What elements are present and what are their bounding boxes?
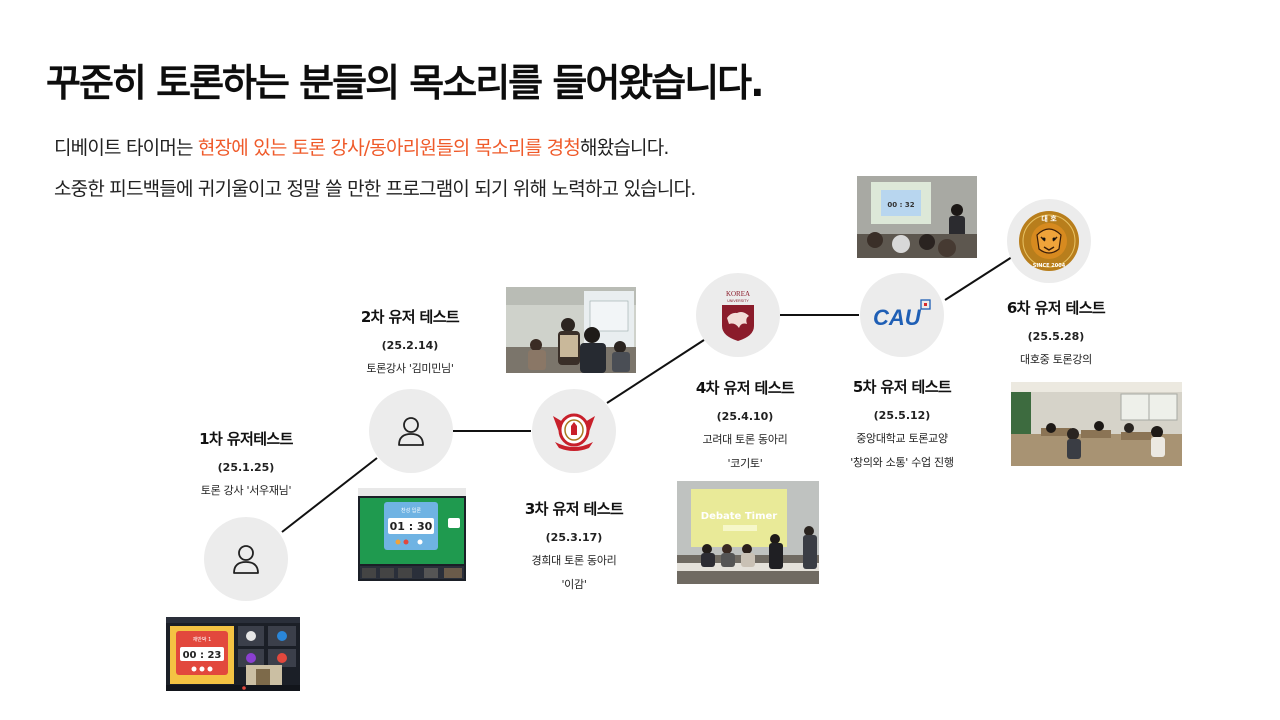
- screen-caption: Debate Timer: [701, 511, 777, 522]
- subtitle-text: 디베이트 타이머는: [54, 137, 198, 159]
- test-heading: 5차 유저 테스트: [852, 378, 952, 396]
- test-date: (25.3.17): [545, 531, 603, 544]
- test-label-1: 1차 유저테스트 (25.1.25) 토론 강사 '서우재님': [136, 428, 356, 498]
- classroom-photo: [506, 287, 636, 373]
- test-heading: 6차 유저 테스트: [1006, 299, 1106, 317]
- test-place: 대호중 토론강의: [1020, 353, 1092, 366]
- subtitle-highlight: 현장에 있는 토론 강사/동아리원들의 목소리를 경청: [197, 137, 581, 159]
- test-place: 토론강사 '김미민님': [366, 362, 454, 375]
- classroom-photo: 00 : 32: [857, 176, 977, 258]
- user-icon: [398, 417, 424, 446]
- classroom-photo: [1011, 382, 1182, 466]
- test-label-6: 6차 유저 테스트 (25.5.28) 대호중 토론강의: [946, 297, 1166, 367]
- test-label-3: 3차 유저 테스트 (25.3.17) 경희대 토론 동아리 '이감': [464, 498, 684, 592]
- test-label-5: 5차 유저 테스트 (25.5.12) 중앙대학교 토론교양 '창의와 소통' …: [792, 376, 1012, 470]
- korea-univ-emblem-icon: KOREA UNIVERSITY: [722, 290, 754, 341]
- timer-time: 00 : 32: [887, 201, 914, 209]
- subtitle-line-2: 소중한 피드백들에 귀기울이고 정말 쓸 만한 프로그램이 되기 위해 노력하고…: [54, 178, 696, 200]
- photo-test-4-class: Debate Timer: [677, 481, 819, 584]
- page-title: 꾸준히 토론하는 분들의 목소리를 들어왔습니다.: [46, 61, 765, 105]
- timeline-node-2: [369, 389, 453, 473]
- video-call-screenshot: 재반박 1 00 : 23: [166, 617, 300, 691]
- test-place: 중앙대학교 토론교양: [856, 432, 948, 445]
- test-heading: 4차 유저 테스트: [695, 379, 795, 397]
- test-heading: 2차 유저 테스트: [360, 308, 460, 326]
- timer-title: 찬성 입론: [401, 507, 421, 514]
- photo-test-2-screen: 찬성 입론 01 : 30: [358, 488, 466, 581]
- photo-test-1-screen: 재반박 1 00 : 23: [166, 617, 300, 691]
- subtitle-line-1: 디베이트 타이머는 현장에 있는 토론 강사/동아리원들의 목소리를 경청해왔습…: [54, 133, 669, 160]
- timeline-line: [281, 457, 378, 533]
- test-place: 고려대 토론 동아리: [702, 433, 788, 446]
- photo-test-2-class: [506, 287, 636, 373]
- test-label-4: 4차 유저 테스트 (25.4.10) 고려대 토론 동아리 '코기토': [635, 377, 855, 471]
- tiger-logo-bottom-text: SINCE 2004: [1033, 263, 1066, 269]
- timeline-node-1: [204, 517, 288, 601]
- photo-test-5-class: 00 : 32: [857, 176, 977, 258]
- video-call-screenshot: 찬성 입론 01 : 30: [358, 488, 466, 579]
- timer-title: 재반박 1: [193, 636, 212, 643]
- korea-logo-text: KOREA: [726, 290, 750, 298]
- subtitle-text: 해왔습니다.: [580, 137, 669, 159]
- test-place-2: '이감': [561, 578, 587, 591]
- test-date: (25.4.10): [716, 410, 774, 423]
- timeline-node-6: 대 호 SINCE 2004: [1007, 199, 1091, 283]
- test-heading: 1차 유저테스트: [199, 430, 293, 448]
- test-date: (25.2.14): [381, 339, 439, 352]
- test-date: (25.5.12): [873, 409, 931, 422]
- photo-test-6-class: [1011, 382, 1182, 466]
- timer-time: 00 : 23: [183, 650, 222, 661]
- test-place-2: '창의와 소통' 수업 진행: [850, 456, 954, 469]
- timer-time: 01 : 30: [390, 520, 433, 533]
- test-place-2: '코기토': [727, 457, 763, 470]
- tiger-emblem-icon: 대 호 SINCE 2004: [1019, 211, 1079, 271]
- test-place: 경희대 토론 동아리: [531, 554, 617, 567]
- timeline-node-3: [532, 389, 616, 473]
- timeline-node-4: KOREA UNIVERSITY: [696, 273, 780, 357]
- cau-logo-text: CAU: [873, 305, 922, 330]
- test-label-2: 2차 유저 테스트 (25.2.14) 토론강사 '김미민님': [300, 306, 520, 376]
- test-date: (25.1.25): [217, 461, 275, 474]
- test-date: (25.5.28): [1027, 330, 1085, 343]
- cau-logo-icon: CAU: [873, 299, 931, 330]
- tiger-logo-top-text: 대 호: [1041, 214, 1057, 223]
- timeline-line: [606, 339, 705, 404]
- test-place: 토론 강사 '서우재님': [200, 484, 292, 497]
- classroom-photo: Debate Timer: [677, 481, 819, 584]
- user-icon: [233, 545, 259, 574]
- korea-logo-subtext: UNIVERSITY: [727, 299, 749, 303]
- timeline-node-5: CAU: [860, 273, 944, 357]
- khu-emblem-icon: [553, 413, 595, 451]
- timeline-line: [944, 256, 1013, 301]
- test-heading: 3차 유저 테스트: [524, 500, 624, 518]
